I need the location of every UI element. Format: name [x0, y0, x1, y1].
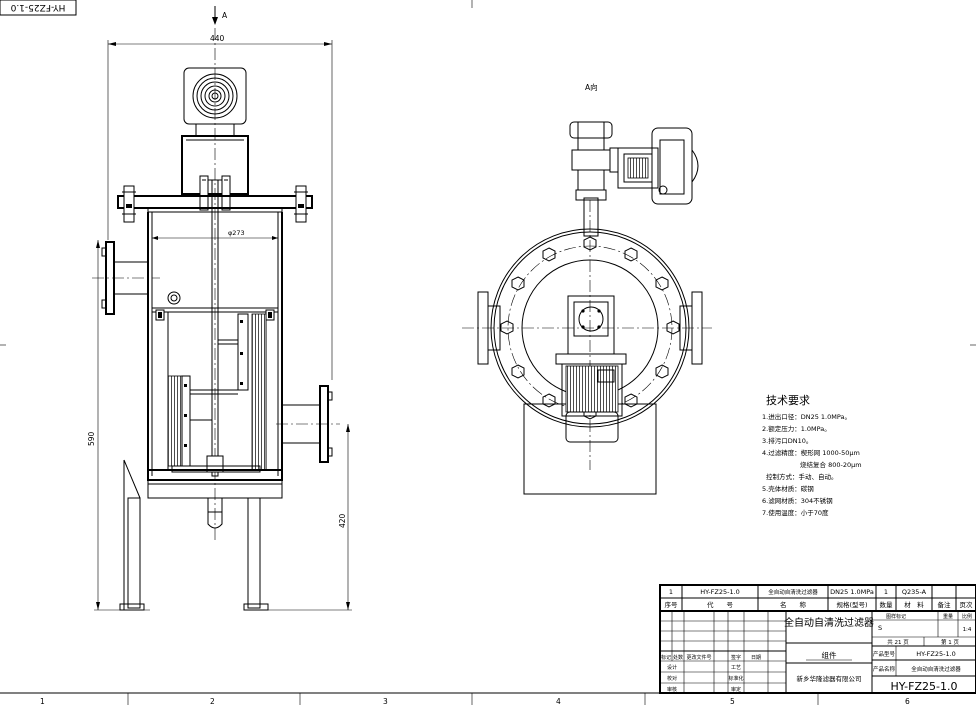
rev-header: 处数 — [673, 654, 683, 661]
parts-cell: Q235-A — [902, 588, 927, 596]
rev-header: 签字 — [731, 654, 741, 661]
zone-label: 1 — [40, 697, 45, 705]
front-view: A 440 — [87, 6, 352, 611]
company-name: 新乡华隆滤器有限公司 — [797, 674, 862, 683]
tech-item: 7.使用温度：小于70度 — [762, 508, 829, 517]
parts-header: 规格(型号) — [836, 600, 867, 609]
model-label: 产品型号 — [873, 650, 896, 658]
stage-value: S — [878, 624, 882, 632]
parts-cell: 全自动自清洗过滤器 — [768, 588, 818, 596]
parts-header: 序号 — [665, 600, 679, 609]
sign-label: 审定 — [731, 686, 741, 693]
view-a: A向 — [462, 82, 712, 495]
assembly-label: 组件 — [822, 650, 837, 660]
parts-header: 名 称 — [780, 600, 807, 609]
rev-header: 标记 — [661, 654, 671, 661]
view-a-title: A向 — [585, 82, 598, 92]
parts-header: 材 料 — [904, 600, 924, 609]
parts-cell: DN25 1.0MPa — [830, 588, 874, 596]
parts-cell: 1 — [884, 588, 888, 596]
corner-code: HY-FZ25-1.0 — [10, 2, 65, 12]
parts-header: 备注 — [938, 600, 952, 609]
scale-value: 1:4 — [963, 627, 972, 633]
tech-title: 技术要求 — [766, 394, 810, 407]
drawing-number: HY-FZ25-1.0 — [891, 680, 958, 693]
zone-label: 6 — [905, 697, 910, 705]
tech-item: 控制方式：手动、自动。 — [766, 472, 838, 481]
dim-height-total: 590 — [87, 431, 96, 446]
sign-label: 标准化 — [728, 675, 743, 682]
sheet-number: 第 1 页 — [941, 638, 959, 646]
tech-item: 4.过滤精度：楔形网 1000-50μm — [762, 448, 860, 457]
tech-requirements: 技术要求 1.进出口径：DN25 1.0MPa。 2.额定压力：1.0MPa。 … — [762, 394, 862, 517]
rev-header: 更改文件号 — [686, 654, 711, 661]
scale-label: 比例 — [962, 613, 972, 620]
zone-label: 3 — [383, 697, 388, 705]
product-title: 全自动自清洗过滤器 — [784, 616, 874, 629]
tech-item: 6.滤网材质：304不锈钢 — [762, 496, 833, 505]
sheets-total: 共 21 页 — [887, 638, 909, 646]
parts-header: 页次 — [960, 600, 974, 609]
tech-item: 1.进出口径：DN25 1.0MPa。 — [762, 412, 851, 421]
model-value: HY-FZ25-1.0 — [916, 650, 956, 658]
view-arrow-label: A — [222, 11, 228, 20]
name-label: 产品名称 — [873, 665, 896, 673]
tech-item: 烧结复合 800-20μm — [800, 460, 862, 469]
parts-cell: 1 — [669, 588, 673, 596]
zone-label: 5 — [730, 697, 735, 705]
sign-label: 工艺 — [731, 665, 741, 671]
corner-code-box: HY-FZ25-1.0 — [0, 0, 77, 16]
zone-label: 2 — [210, 697, 215, 705]
parts-header: 代 号 — [707, 600, 734, 609]
tech-item: 3.排污口DN10。 — [762, 436, 812, 445]
dim-width: 440 — [210, 34, 225, 43]
sign-label: 审核 — [667, 686, 677, 693]
dim-height-legs: 420 — [338, 513, 347, 528]
flange-bolts — [500, 236, 680, 420]
dim-inner-diameter: φ273 — [228, 229, 245, 237]
sign-label: 校对 — [667, 675, 677, 682]
zone-label: 4 — [556, 697, 561, 705]
weight-label: 重量 — [943, 613, 953, 620]
rev-header: 日期 — [751, 655, 761, 661]
title-block: 1 HY-FZ25-1.0 全自动自清洗过滤器 DN25 1.0MPa 1 Q2… — [659, 584, 976, 694]
tech-item: 5.壳体材质：碳钢 — [762, 484, 814, 493]
sign-label: 设计 — [667, 664, 677, 671]
tech-item: 2.额定压力：1.0MPa。 — [762, 424, 831, 433]
parts-header: 数量 — [880, 600, 894, 609]
stage-label: 图样标记 — [886, 613, 906, 620]
name-value: 全自动自清洗过滤器 — [911, 665, 961, 673]
parts-cell: HY-FZ25-1.0 — [700, 588, 740, 596]
